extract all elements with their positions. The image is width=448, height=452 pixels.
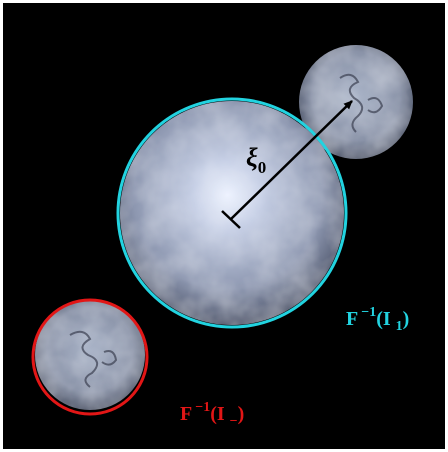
- upper-right-sphere-swirl: [339, 73, 384, 133]
- lower-left-label-close: ): [238, 403, 245, 425]
- central-label-close: ): [403, 308, 410, 330]
- lower-left-circle-label: F−1(I−): [180, 400, 244, 429]
- radius-arrow: [230, 100, 353, 220]
- radius-center-tick: [221, 210, 241, 229]
- lower-left-label-subscript: −: [230, 414, 238, 429]
- lower-left-sphere-swirl: [69, 330, 118, 388]
- central-label-subscript: 1: [396, 319, 403, 334]
- lower-left-sphere: [31, 298, 149, 416]
- radius-label: ξ0: [246, 143, 266, 177]
- radius-marker: [221, 100, 353, 229]
- central-label-argument: (I: [376, 308, 391, 330]
- upper-right-sphere: [299, 45, 413, 159]
- lower-left-circle-outline: [31, 298, 149, 416]
- radius-label-subscript: 0: [258, 158, 267, 177]
- central-circle-outline: [116, 97, 348, 329]
- central-label-exponent: −1: [361, 305, 376, 320]
- lower-left-label-argument: (I: [210, 403, 225, 425]
- lower-left-label-exponent: −1: [195, 400, 210, 415]
- central-sphere: [116, 97, 348, 329]
